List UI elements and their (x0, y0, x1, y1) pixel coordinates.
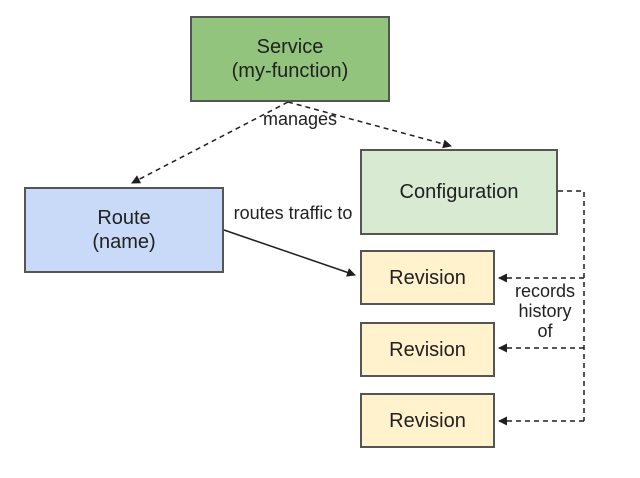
node-revision-3-label: Revision (389, 409, 466, 432)
edge-label-records-history-of: records history of (514, 281, 576, 341)
node-route: Route (name) (24, 187, 224, 273)
edge-label-manages: manages (262, 109, 338, 129)
node-service: Service (my-function) (190, 16, 390, 102)
node-revision-1: Revision (360, 250, 495, 305)
node-revision-2: Revision (360, 322, 495, 377)
edge-routes-traffic-to (223, 229, 356, 277)
node-route-label-line1: Route (97, 207, 151, 229)
node-configuration: Configuration (360, 149, 558, 235)
node-revision-2-label: Revision (389, 338, 466, 361)
edge-label-routes-traffic-to: routes traffic to (233, 203, 353, 223)
node-revision-3: Revision (360, 393, 495, 448)
node-revision-1-label: Revision (389, 266, 466, 289)
node-configuration-label: Configuration (399, 181, 519, 203)
node-route-label-line2: (name) (92, 231, 156, 253)
node-service-label-line1: Service (256, 36, 324, 58)
node-service-label-line2: (my-function) (231, 60, 349, 82)
